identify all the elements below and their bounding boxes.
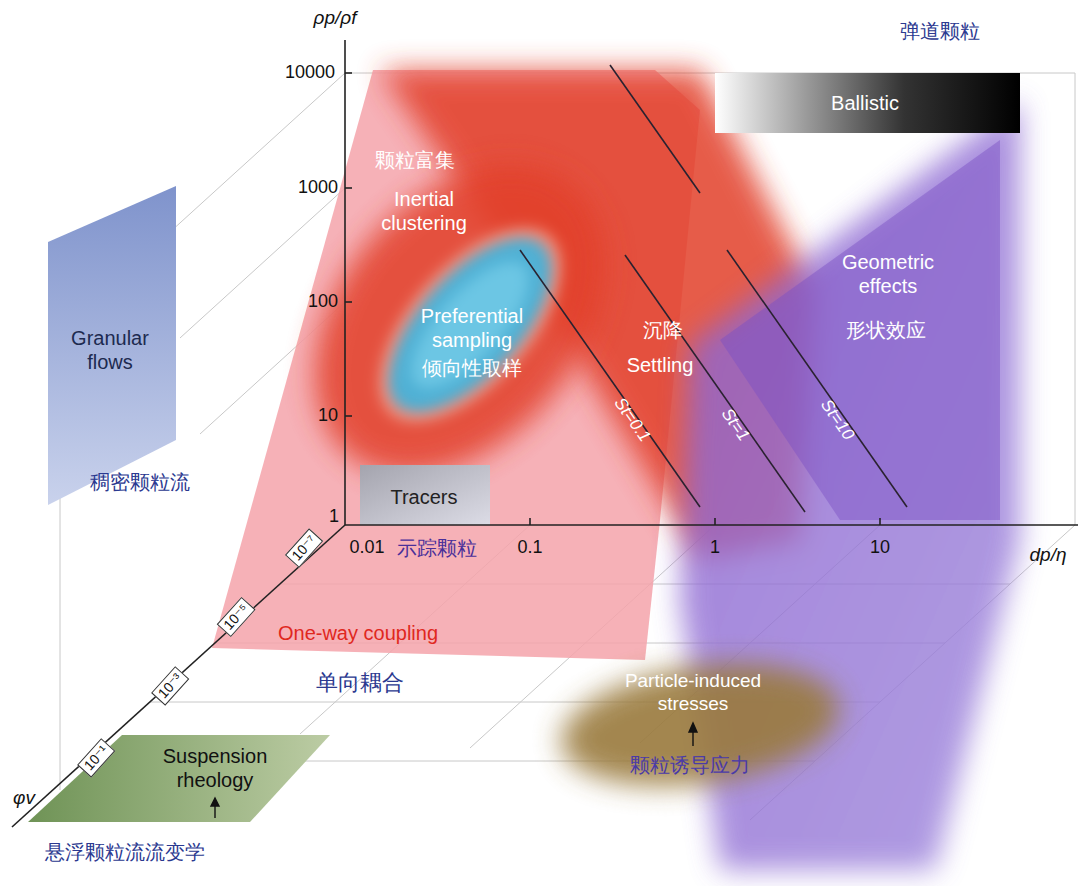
region-sublabel: Ballistic [831, 91, 899, 115]
arrow-head [211, 798, 219, 806]
ballistic-bar [715, 73, 1020, 133]
arrow-head [689, 723, 697, 732]
inertial-clustering-region [256, 109, 665, 531]
region-sublabel: 倾向性取样 [422, 356, 522, 380]
region-sublabel: 单向耦合 [316, 670, 404, 696]
tick [345, 72, 352, 74]
particle-stress-region [553, 648, 846, 802]
stokes-line [625, 255, 805, 512]
region-label: 颗粒富集 [375, 148, 455, 172]
tick [345, 415, 352, 417]
tracers-region [360, 465, 490, 525]
region-label: Particle-induced stresses [598, 670, 788, 716]
one-way-coupling-region: One-way coupling 单向耦合 [236, 612, 486, 704]
region-sublabel: 形状效应 [846, 318, 926, 342]
axis-title: ρp/ρf [314, 7, 357, 30]
geometric-effects-region: Geometric effects 形状效应 [818, 245, 962, 351]
axis-tick: 1000 [298, 177, 338, 199]
preferential-sampling-region [361, 211, 580, 438]
stokes-line [610, 65, 700, 193]
region-sublabel: 悬浮颗粒流流变学 [45, 840, 205, 864]
tick [345, 187, 352, 189]
ballistic-region: 弹道颗粒 Ballistic [712, 15, 1024, 137]
particle-stress-region: Particle-induced stresses 颗粒诱导应力 [586, 664, 802, 781]
inertial-clustering-region: 颗粒富集 Inertial clusteringPreferential samp… [360, 140, 622, 442]
region-sublabel: 稠密颗粒流 [90, 470, 190, 494]
tick [879, 518, 881, 525]
stokes-label: St=10 [816, 396, 858, 444]
granular-flows-region: Granular flows 稠密颗粒流 [40, 180, 200, 500]
axis-tick: 10 [870, 537, 890, 559]
grid-line [1075, 73, 1076, 525]
tick [714, 518, 716, 525]
pointer-arrows [211, 723, 697, 818]
sampling-rim [345, 196, 595, 455]
region-sublabel: 示踪颗粒 [397, 536, 477, 560]
suspension-rheology-region: Suspension rheology 悬浮颗粒流流变学 [25, 730, 335, 876]
axis-title: φv [13, 787, 35, 810]
axis-tick: 0.01 [349, 537, 384, 559]
stokes-label: St=1 [716, 405, 753, 446]
region-sublabel: 颗粒诱导应力 [630, 753, 750, 777]
region-sublabel: Inertial clustering [359, 187, 489, 235]
sampling-core [393, 244, 548, 406]
stokes-label: St=0.1 [609, 394, 654, 446]
tick [529, 518, 531, 525]
axis-tick: 1 [710, 537, 720, 559]
region-label: Suspension rheology [153, 744, 277, 792]
region-label: Geometric effects [830, 250, 946, 298]
axis-tick: 100 [308, 291, 338, 313]
region-label: 沉降 [643, 318, 683, 342]
region-label: Granular flows [51, 326, 169, 374]
z-axis [12, 525, 345, 827]
suspension-rheology-panel [28, 735, 330, 822]
region-label: Tracers [390, 485, 457, 509]
axis-title: dp/η [1030, 544, 1067, 567]
axis-tick: 10000 [285, 62, 335, 84]
settling-region: 沉降 Settling [610, 310, 722, 386]
axis-tick: 10⁻¹ [77, 738, 115, 777]
axes [12, 40, 1078, 827]
axis-tick: 10 [318, 405, 338, 427]
region-label: One-way coupling [278, 621, 438, 645]
stokes-lines [520, 65, 907, 512]
y-axis [344, 40, 346, 525]
stokes-line [520, 250, 700, 507]
axis-tick: 10⁻⁵ [217, 597, 256, 637]
axis-tick: 1 [329, 506, 339, 528]
granular-flows-panel [48, 186, 176, 505]
region-label: 弹道颗粒 [900, 19, 980, 43]
geometric-effects-core [720, 140, 1000, 520]
axis-tick: 10⁻⁷ [285, 528, 323, 567]
x-axis [345, 524, 1078, 526]
region-label: Preferential sampling [397, 304, 547, 352]
region-sublabel: Settling [627, 353, 694, 377]
axis-tick: 0.1 [517, 537, 542, 559]
tick [345, 301, 352, 303]
axis-tick: 10⁻³ [151, 666, 189, 705]
preferential-sampling-region: Preferential sampling 倾向性取样 [394, 298, 554, 386]
